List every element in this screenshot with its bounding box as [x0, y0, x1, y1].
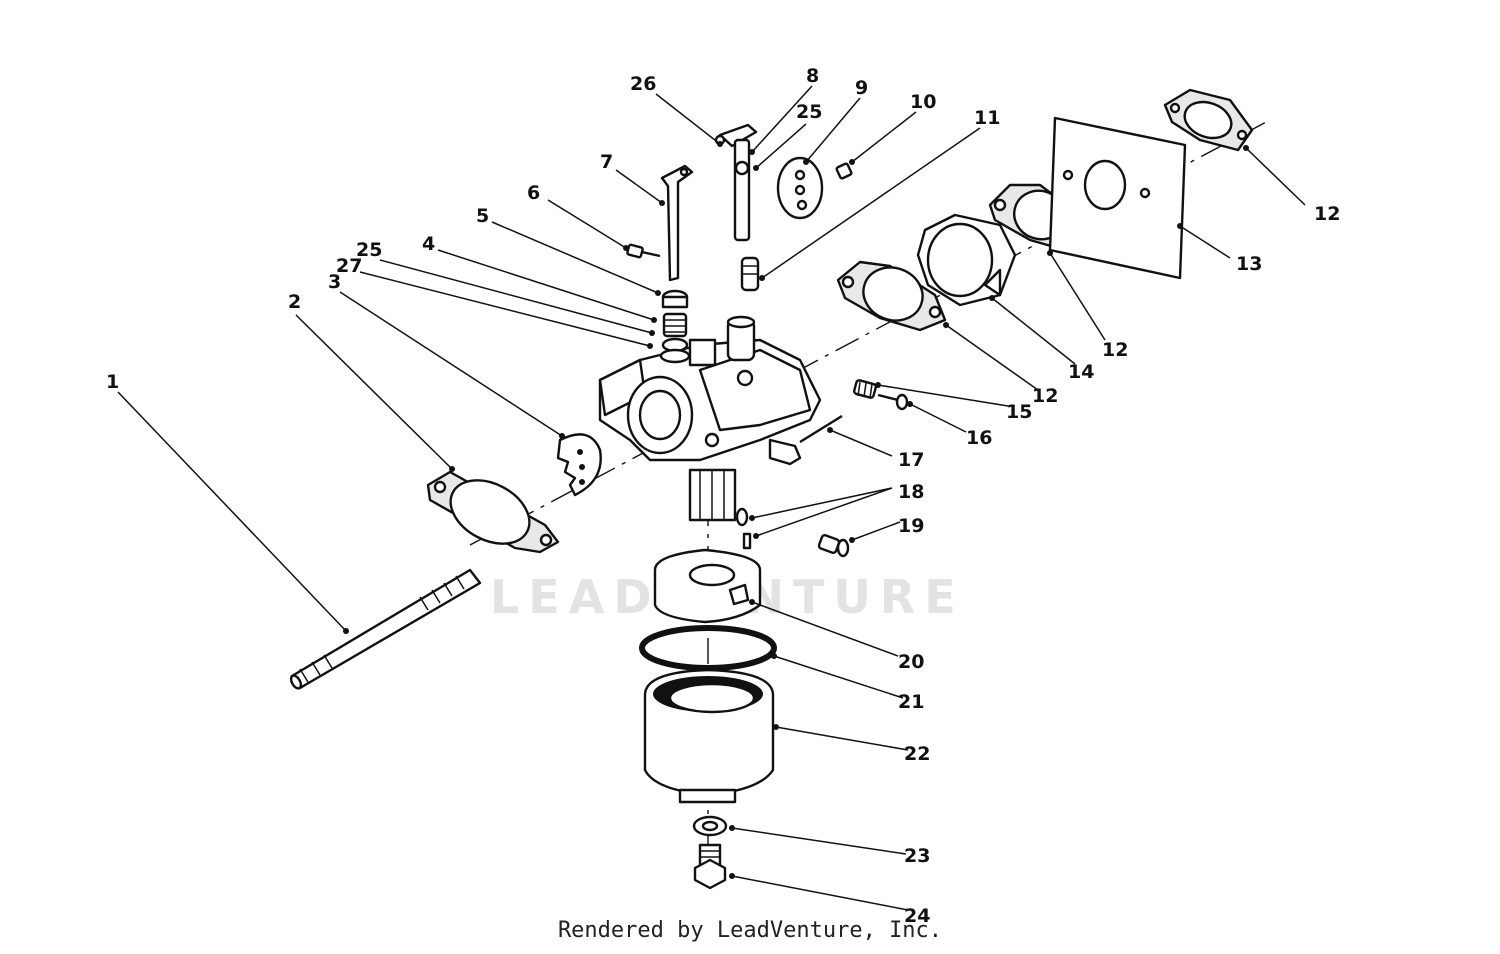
part-22-float-bowl — [643, 668, 775, 804]
part-23-washer — [692, 815, 728, 837]
callout-19: 19 — [898, 515, 924, 537]
callout-17: 17 — [898, 449, 924, 471]
callout-21: 21 — [898, 691, 924, 713]
part-11-fitting — [740, 256, 760, 292]
callout-13: 13 — [1236, 253, 1262, 275]
part-7-throttle-shaft — [660, 164, 694, 282]
part-12-gasket-lower — [836, 260, 947, 332]
callout-4: 4 — [422, 233, 435, 255]
part-19-screw — [817, 533, 850, 558]
part-4-5-25-27-stack — [659, 289, 691, 364]
callout-16: 16 — [966, 427, 992, 449]
part-1-stud — [289, 568, 482, 690]
callout-14: 14 — [1068, 361, 1094, 383]
part-20-float — [653, 548, 762, 624]
callout-26: 26 — [630, 73, 656, 95]
callout-24: 24 — [904, 905, 930, 927]
callout-6: 6 — [527, 182, 540, 204]
callout-20: 20 — [898, 651, 924, 673]
part-17-pin — [799, 414, 843, 444]
callout-11: 11 — [974, 107, 1000, 129]
callout-18: 18 — [898, 481, 924, 503]
part-24-bolt — [693, 843, 727, 890]
part-2-gasket — [426, 470, 560, 554]
callout-9: 9 — [855, 77, 868, 99]
part-16-screw — [877, 393, 909, 411]
callout-25: 25 — [796, 101, 822, 123]
callout-1: 1 — [106, 371, 119, 393]
callout-27: 27 — [336, 255, 362, 277]
callout-7: 7 — [600, 151, 613, 173]
callout-12: 12 — [1314, 203, 1340, 225]
callout-10: 10 — [910, 91, 936, 113]
part-14-spacer — [916, 213, 1017, 307]
callout-5: 5 — [476, 205, 489, 227]
part-15-spring — [853, 379, 877, 399]
callout-22: 22 — [904, 743, 930, 765]
callout-8: 8 — [806, 65, 819, 87]
callout-12: 12 — [1102, 339, 1128, 361]
carburetor-body — [598, 315, 822, 522]
part-10-screw — [835, 162, 853, 180]
callout-3: 3 — [328, 271, 341, 293]
leader-lines — [117, 85, 1306, 911]
part-3-throttle-plate — [556, 433, 602, 497]
callout-2: 2 — [288, 291, 301, 313]
part-21-o-ring — [639, 625, 777, 671]
leader-dots — [343, 141, 1249, 879]
part-18-seats — [735, 507, 752, 550]
callout-numbers: 1 2 3 27 25 4 5 6 7 26 8 25 9 10 11 12 1… — [106, 65, 1340, 927]
callout-12: 12 — [1032, 385, 1058, 407]
part-12-gasket-top — [1163, 88, 1254, 152]
part-6-screw — [626, 243, 661, 259]
part-9-choke-plate — [776, 156, 824, 220]
credit-text: Rendered by LeadVenture, Inc. — [557, 918, 943, 943]
part-8-choke-shaft — [714, 123, 758, 242]
callout-15: 15 — [1006, 401, 1032, 423]
part-13-plate — [1048, 116, 1187, 280]
callout-23: 23 — [904, 845, 930, 867]
callout-25: 25 — [356, 239, 382, 261]
